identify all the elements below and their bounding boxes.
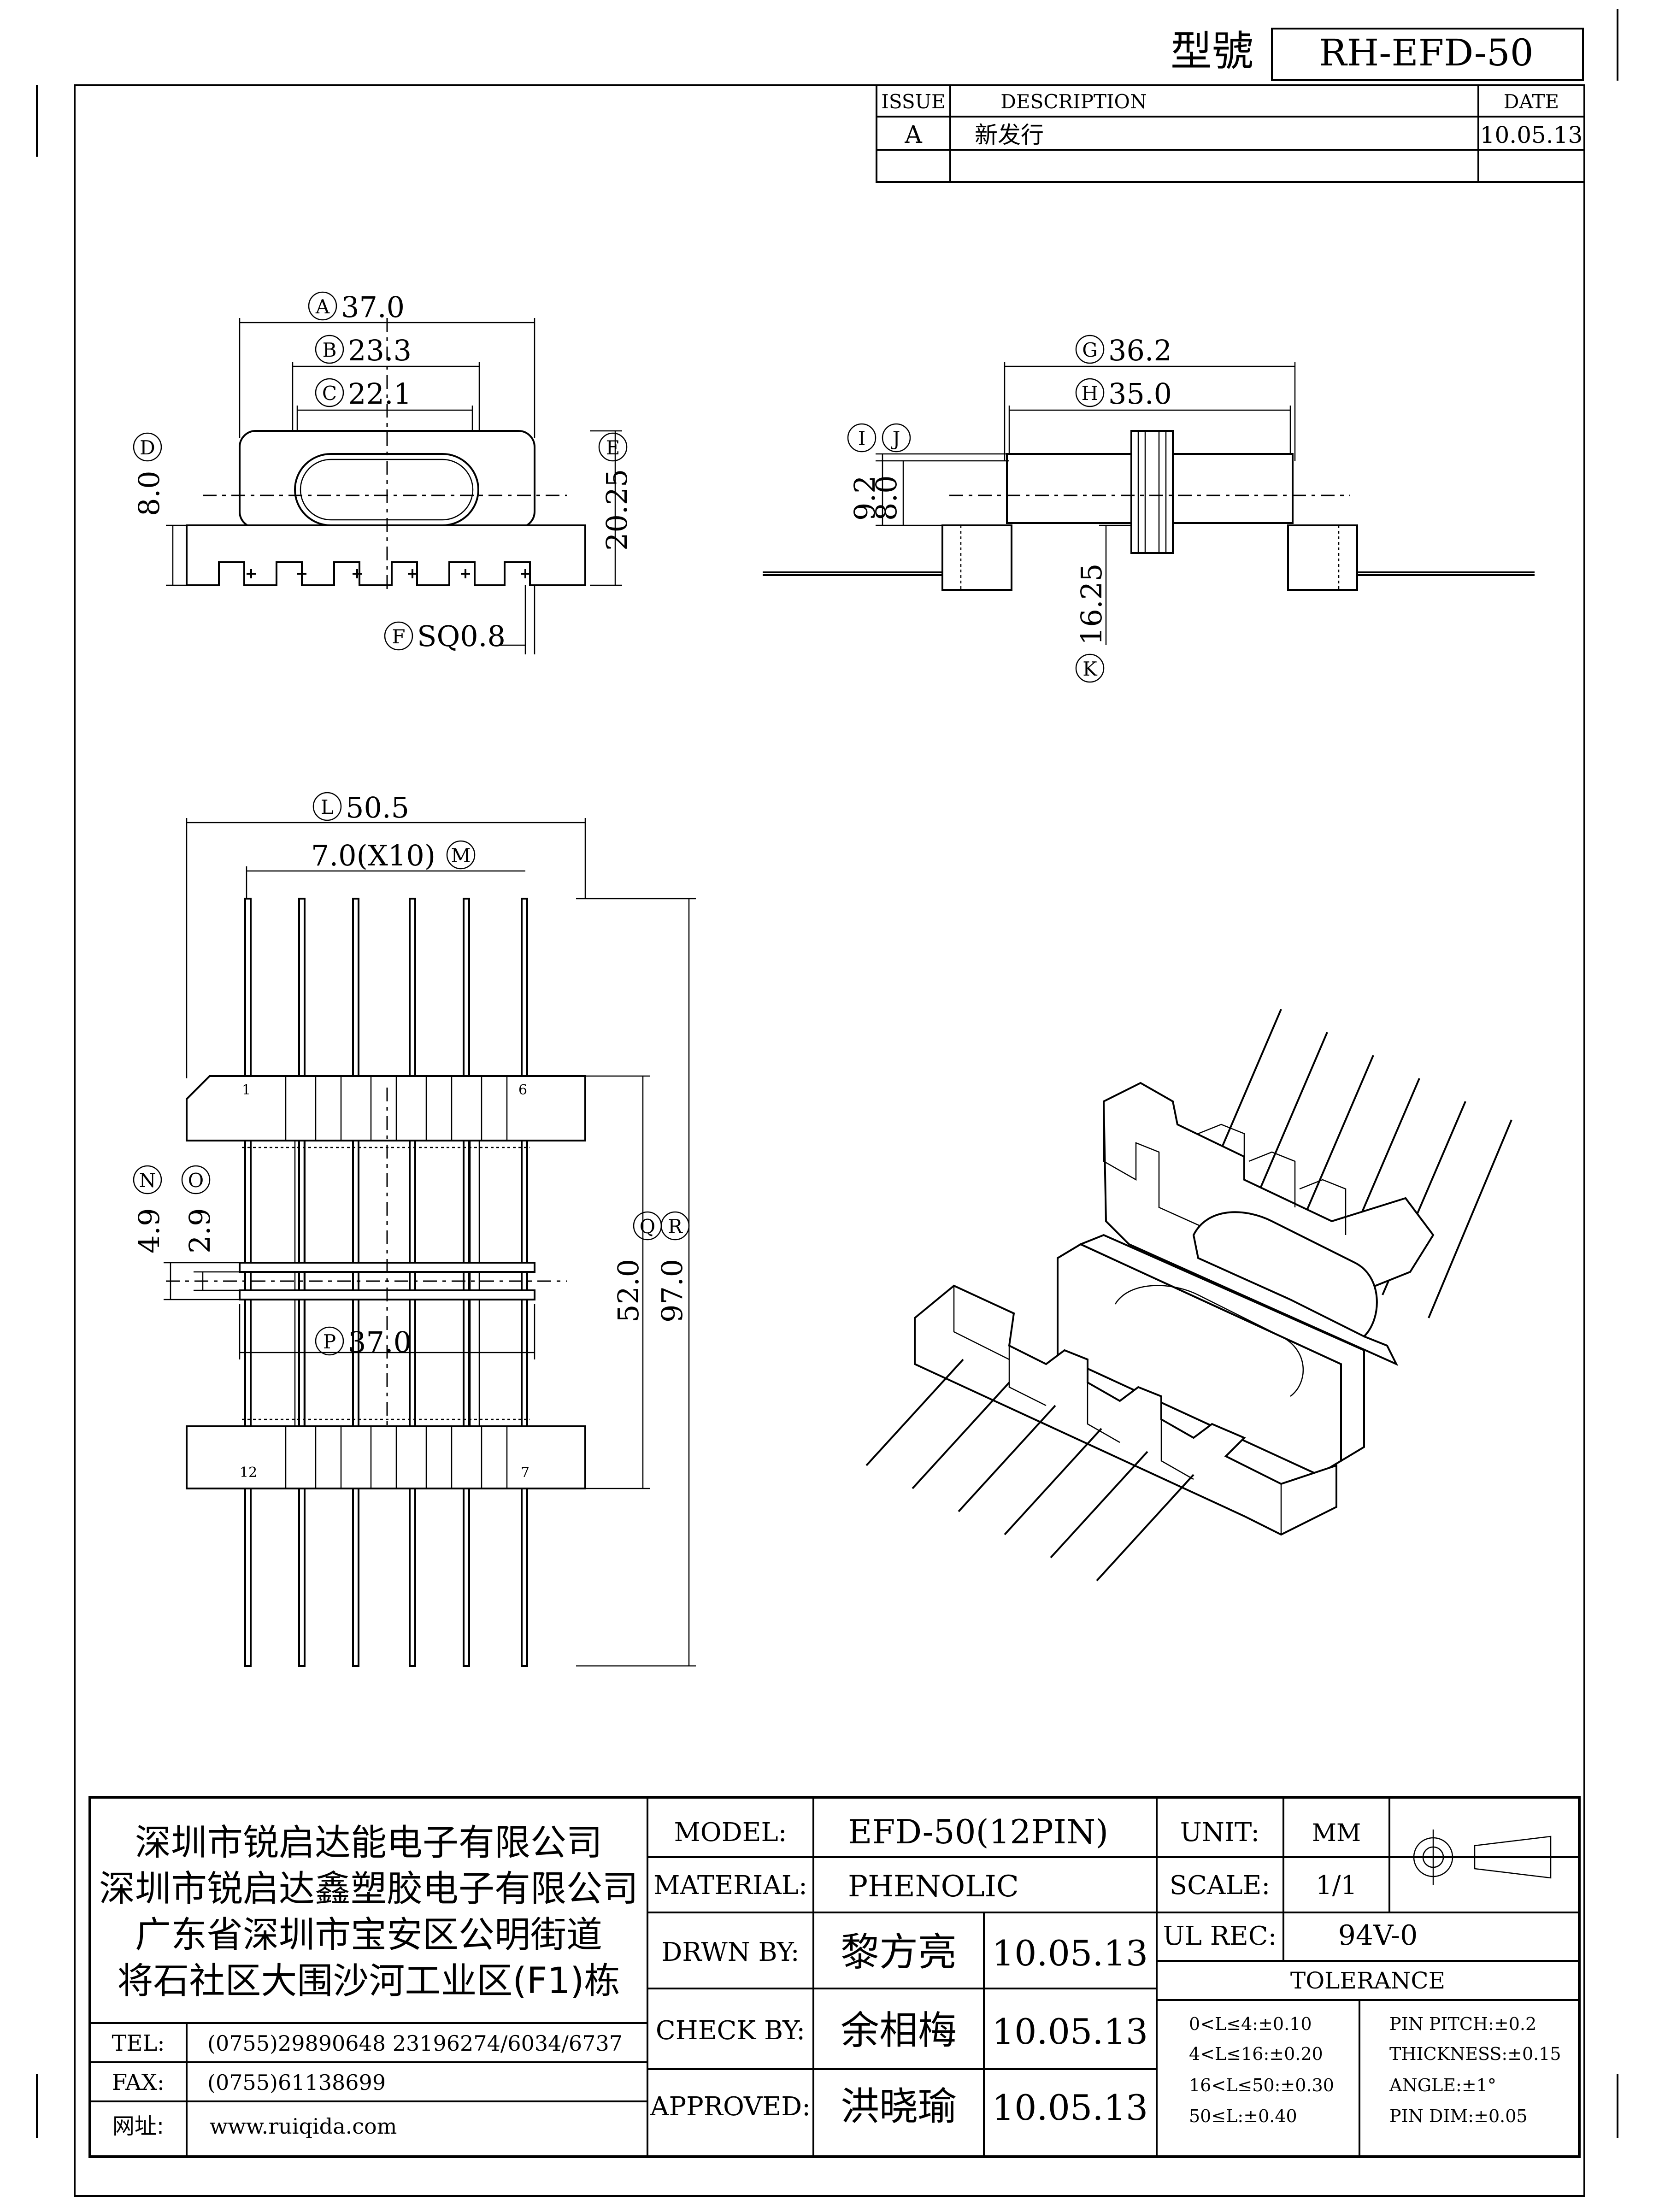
dim-l-value: 50.5 xyxy=(346,791,409,824)
dim-i-value: 9.2 xyxy=(848,475,882,521)
dim-g-value: 36.2 xyxy=(1108,334,1172,367)
tag-f: F xyxy=(392,625,405,648)
tol-left-1: 0<L≤4:±0.10 xyxy=(1189,2014,1312,2034)
approved-name: 洪晓瑜 xyxy=(841,2084,957,2129)
tag-i: I xyxy=(858,427,866,450)
material-label: MATERIAL: xyxy=(653,1871,807,1900)
tag-c: C xyxy=(322,382,337,405)
pin-12-label: 12 xyxy=(240,1465,257,1481)
company-line-4: 将石社区大围沙河工业区(F1)栋 xyxy=(117,1960,620,2002)
dim-o-value: 2.9 xyxy=(183,1208,217,1253)
scale-value: 1/1 xyxy=(1316,1871,1357,1900)
rev-row-date: 10.05.13 xyxy=(1480,122,1583,148)
fax-value: (0755)61138699 xyxy=(207,2070,386,2095)
tag-r: R xyxy=(668,1215,683,1238)
unit-label: UNIT: xyxy=(1180,1818,1260,1847)
model-no-value: RH-EFD-50 xyxy=(1319,31,1533,74)
front-view: 1 6 12 7 L 50.5 7.0(X10) M N O 4.9 2.9 P… xyxy=(132,791,696,1667)
tol-left-4: 50≤L:±0.40 xyxy=(1189,2106,1297,2126)
tag-d: D xyxy=(140,436,155,459)
ul-label: UL REC: xyxy=(1163,1921,1277,1951)
model-no-label: 型號 xyxy=(1171,27,1253,76)
sheet-corner-marks xyxy=(36,9,1618,2138)
side-view: I J 9.2 8.0 G 36.2 H 35.0 16.25 K xyxy=(763,334,1535,683)
drawn-label: DRWN BY: xyxy=(661,1937,799,1967)
material-value: PHENOLIC xyxy=(848,1870,1019,1904)
dim-r-value: 97.0 xyxy=(655,1259,689,1323)
tol-right-2: THICKNESS:±0.15 xyxy=(1389,2044,1561,2064)
revision-table xyxy=(876,84,1585,183)
model-value: EFD-50(12PIN) xyxy=(848,1812,1108,1851)
drawn-date: 10.05.13 xyxy=(992,1933,1148,1974)
drawn-name: 黎方亮 xyxy=(841,1930,957,1975)
isometric-view xyxy=(865,1009,1512,1582)
tol-right-4: PIN DIM:±0.05 xyxy=(1389,2106,1528,2126)
rev-row-description: 新发行 xyxy=(975,122,1044,148)
dim-a-value: 37.0 xyxy=(341,290,405,324)
tol-left-3: 16<L≤50:±0.30 xyxy=(1189,2075,1334,2095)
model-label: MODEL: xyxy=(674,1818,787,1847)
tag-o: O xyxy=(188,1169,204,1192)
tag-h: H xyxy=(1082,382,1099,405)
dim-k-value: 16.25 xyxy=(1075,564,1108,646)
company-line-1: 深圳市锐启达能电子有限公司 xyxy=(135,1822,602,1864)
rev-col-date: DATE xyxy=(1504,90,1559,113)
title-block-frame xyxy=(88,1796,1581,2158)
tag-a: A xyxy=(315,295,330,318)
dim-d-value: 8.0 xyxy=(132,471,166,516)
dim-b-value: 23.3 xyxy=(348,334,412,367)
unit-value: MM xyxy=(1312,1819,1361,1847)
tol-left-2: 4<L≤16:±0.20 xyxy=(1189,2044,1323,2064)
tol-right-1: PIN PITCH:±0.2 xyxy=(1389,2014,1536,2034)
dim-m-value: 7.0(X10) xyxy=(311,839,435,872)
tag-m: M xyxy=(451,844,471,867)
dim-h-value: 35.0 xyxy=(1108,377,1172,411)
dim-j-value: 8.0 xyxy=(870,475,903,521)
web-label: 网址: xyxy=(112,2113,164,2139)
dim-c-value: 22.1 xyxy=(348,377,412,411)
pin-1-label: 1 xyxy=(242,1082,251,1098)
company-line-2: 深圳市锐启达鑫塑胶电子有限公司 xyxy=(99,1868,638,1910)
dim-f-value: SQ0.8 xyxy=(417,619,506,653)
sheet-border xyxy=(74,84,1585,2197)
rev-col-description: DESCRIPTION xyxy=(1000,90,1147,113)
dim-n-value: 4.9 xyxy=(132,1208,166,1253)
dim-e-value: 20.25 xyxy=(600,469,634,551)
rev-col-issue: ISSUE xyxy=(881,90,945,113)
scale-label: SCALE: xyxy=(1170,1871,1271,1900)
tag-q: Q xyxy=(640,1215,655,1238)
rev-row-issue: A xyxy=(904,121,923,149)
pin-7-label: 7 xyxy=(521,1465,529,1481)
check-date: 10.05.13 xyxy=(992,2011,1148,2052)
tag-g: G xyxy=(1082,339,1098,361)
tag-n: N xyxy=(139,1169,156,1192)
tel-label: TEL: xyxy=(112,2030,165,2056)
tel-value: (0755)29890648 23196274/6034/6737 xyxy=(207,2031,623,2056)
ul-value: 94V-0 xyxy=(1338,1919,1418,1952)
approved-label: APPROVED: xyxy=(650,2092,811,2122)
approved-date: 10.05.13 xyxy=(992,2087,1148,2128)
tag-b: B xyxy=(323,339,337,361)
check-name: 余相梅 xyxy=(841,2008,957,2053)
tol-right-3: ANGLE:±1° xyxy=(1389,2075,1496,2095)
tag-e: E xyxy=(606,436,620,459)
projection-symbol-icon xyxy=(1406,1830,1552,1885)
tag-k: K xyxy=(1082,658,1098,680)
company-line-3: 广东省深圳市宝安区公明街道 xyxy=(135,1914,602,1956)
dim-q-value: 52.0 xyxy=(612,1259,645,1323)
dim-p-value: 37.0 xyxy=(348,1325,412,1359)
web-value: www.ruiqida.com xyxy=(210,2114,397,2139)
fax-label: FAX: xyxy=(112,2070,165,2095)
tag-j: J xyxy=(891,427,900,450)
tag-l: L xyxy=(321,796,334,818)
tolerance-label: TOLERANCE xyxy=(1290,1967,1445,1994)
model-no-box xyxy=(1271,28,1584,81)
pin-6-label: 6 xyxy=(518,1082,527,1098)
top-view: A 37.0 B 23.3 C 22.1 D 8.0 E 20.25 F SQ0… xyxy=(132,290,634,654)
check-label: CHECK BY: xyxy=(656,2016,805,2046)
tag-p: P xyxy=(323,1330,336,1353)
